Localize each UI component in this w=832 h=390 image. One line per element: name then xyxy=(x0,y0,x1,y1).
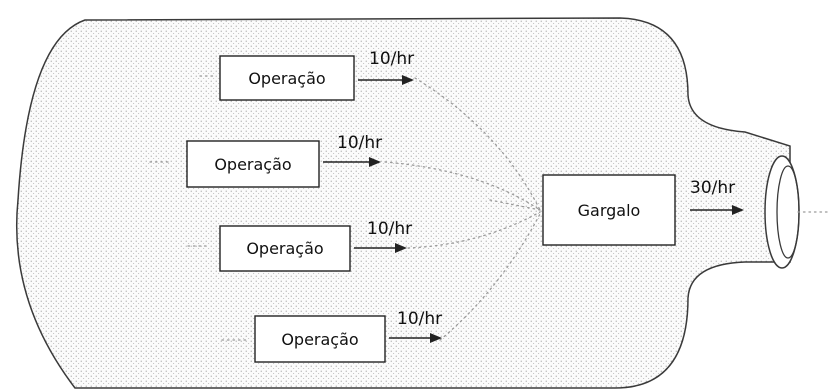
operation-label: Operação xyxy=(246,239,323,258)
rate-label: 10/hr xyxy=(369,49,414,69)
bottle-mouth xyxy=(765,156,828,268)
rate-label: 10/hr xyxy=(337,133,382,153)
bottleneck-rate-label: 30/hr xyxy=(690,178,735,198)
rate-label: 10/hr xyxy=(397,309,442,329)
rate-label: 10/hr xyxy=(367,219,412,239)
operation-label: Operação xyxy=(248,69,325,88)
operation-label: Operação xyxy=(281,330,358,349)
operation-label: Operação xyxy=(214,155,291,174)
bottleneck-label: Gargalo xyxy=(578,201,641,220)
